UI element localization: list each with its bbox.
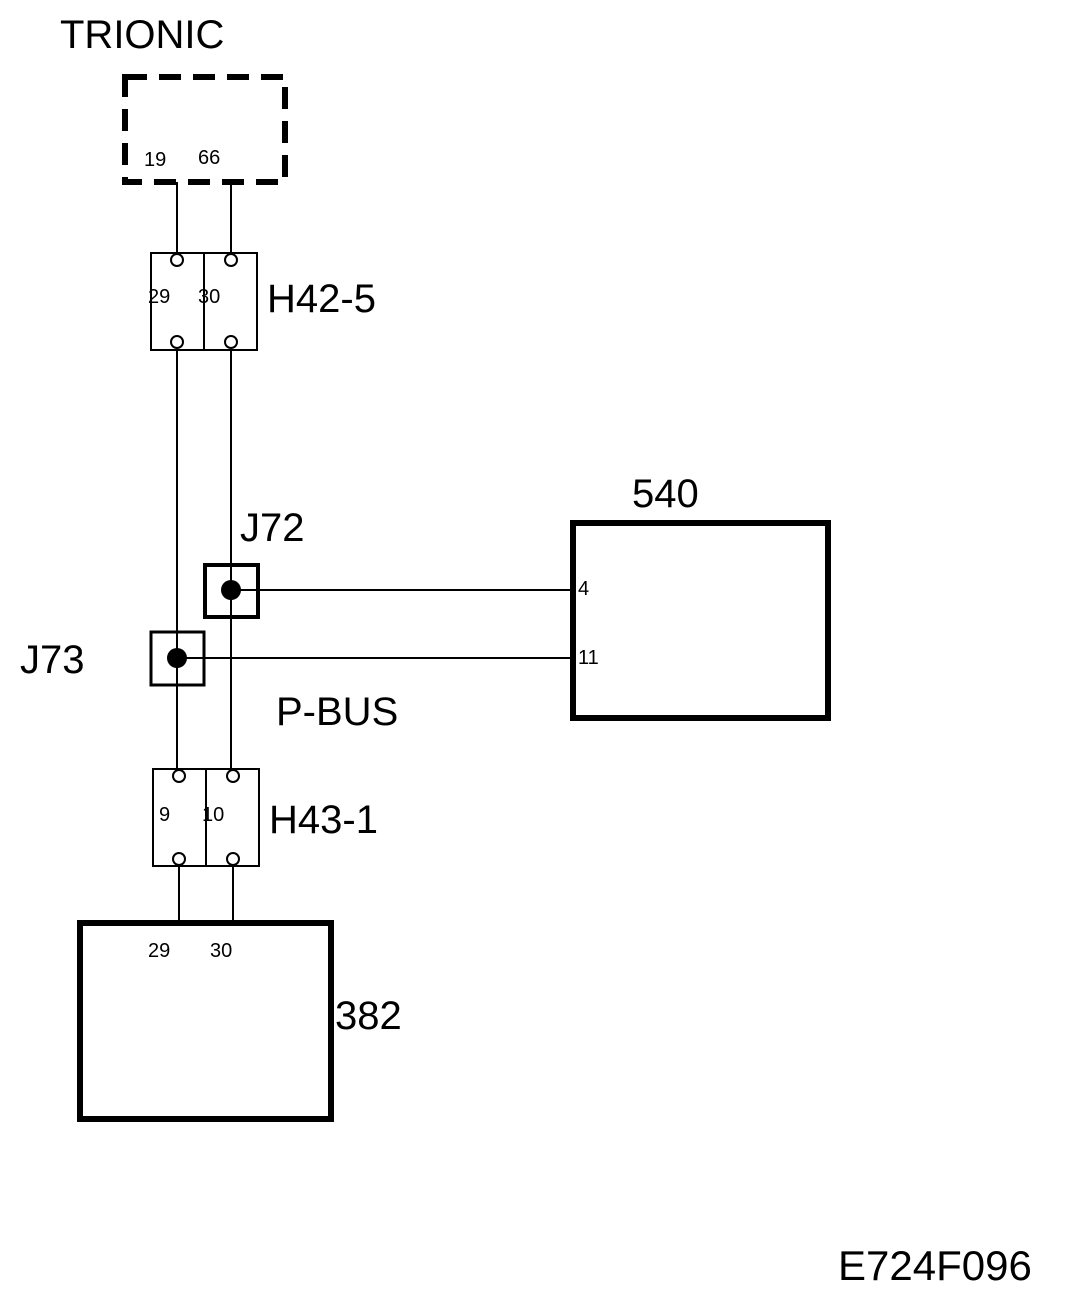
splice-j72: J72 <box>203 506 305 619</box>
module-540-pin-11: 11 <box>578 647 599 669</box>
connector-h42-5: 29 30 H42-5 <box>148 252 376 351</box>
module-382-label: 382 <box>335 994 402 1038</box>
trionic-label: TRIONIC <box>60 13 224 57</box>
module-540-pin-4: 4 <box>578 578 589 600</box>
h42-5-label: H42-5 <box>267 277 376 321</box>
connector-h43-1: 9 10 H43-1 <box>152 768 378 867</box>
module-540-label: 540 <box>632 472 699 516</box>
h42-5-pin-30: 30 <box>198 286 220 308</box>
trionic-pin-19: 19 <box>144 149 166 171</box>
splice-j73: J73 <box>20 630 206 687</box>
module-382-pin-30: 30 <box>210 940 232 962</box>
trionic-pin-66: 66 <box>198 147 220 169</box>
j72-label: J72 <box>240 506 305 550</box>
j73-label: J73 <box>20 638 85 682</box>
figure-code: E724F096 <box>838 1242 1032 1289</box>
module-382: 29 30 382 <box>77 920 402 1122</box>
module-382-pin-29: 29 <box>148 940 170 962</box>
module-540: 540 4 11 <box>570 472 831 721</box>
trionic-ecu: TRIONIC 19 66 <box>60 13 288 185</box>
h42-5-pin-29: 29 <box>148 286 170 308</box>
p-bus-label: P-BUS <box>276 690 398 734</box>
wires <box>176 182 572 923</box>
h43-1-pin-10: 10 <box>202 804 224 826</box>
h43-1-pin-9: 9 <box>159 804 170 826</box>
h43-1-label: H43-1 <box>269 798 378 842</box>
